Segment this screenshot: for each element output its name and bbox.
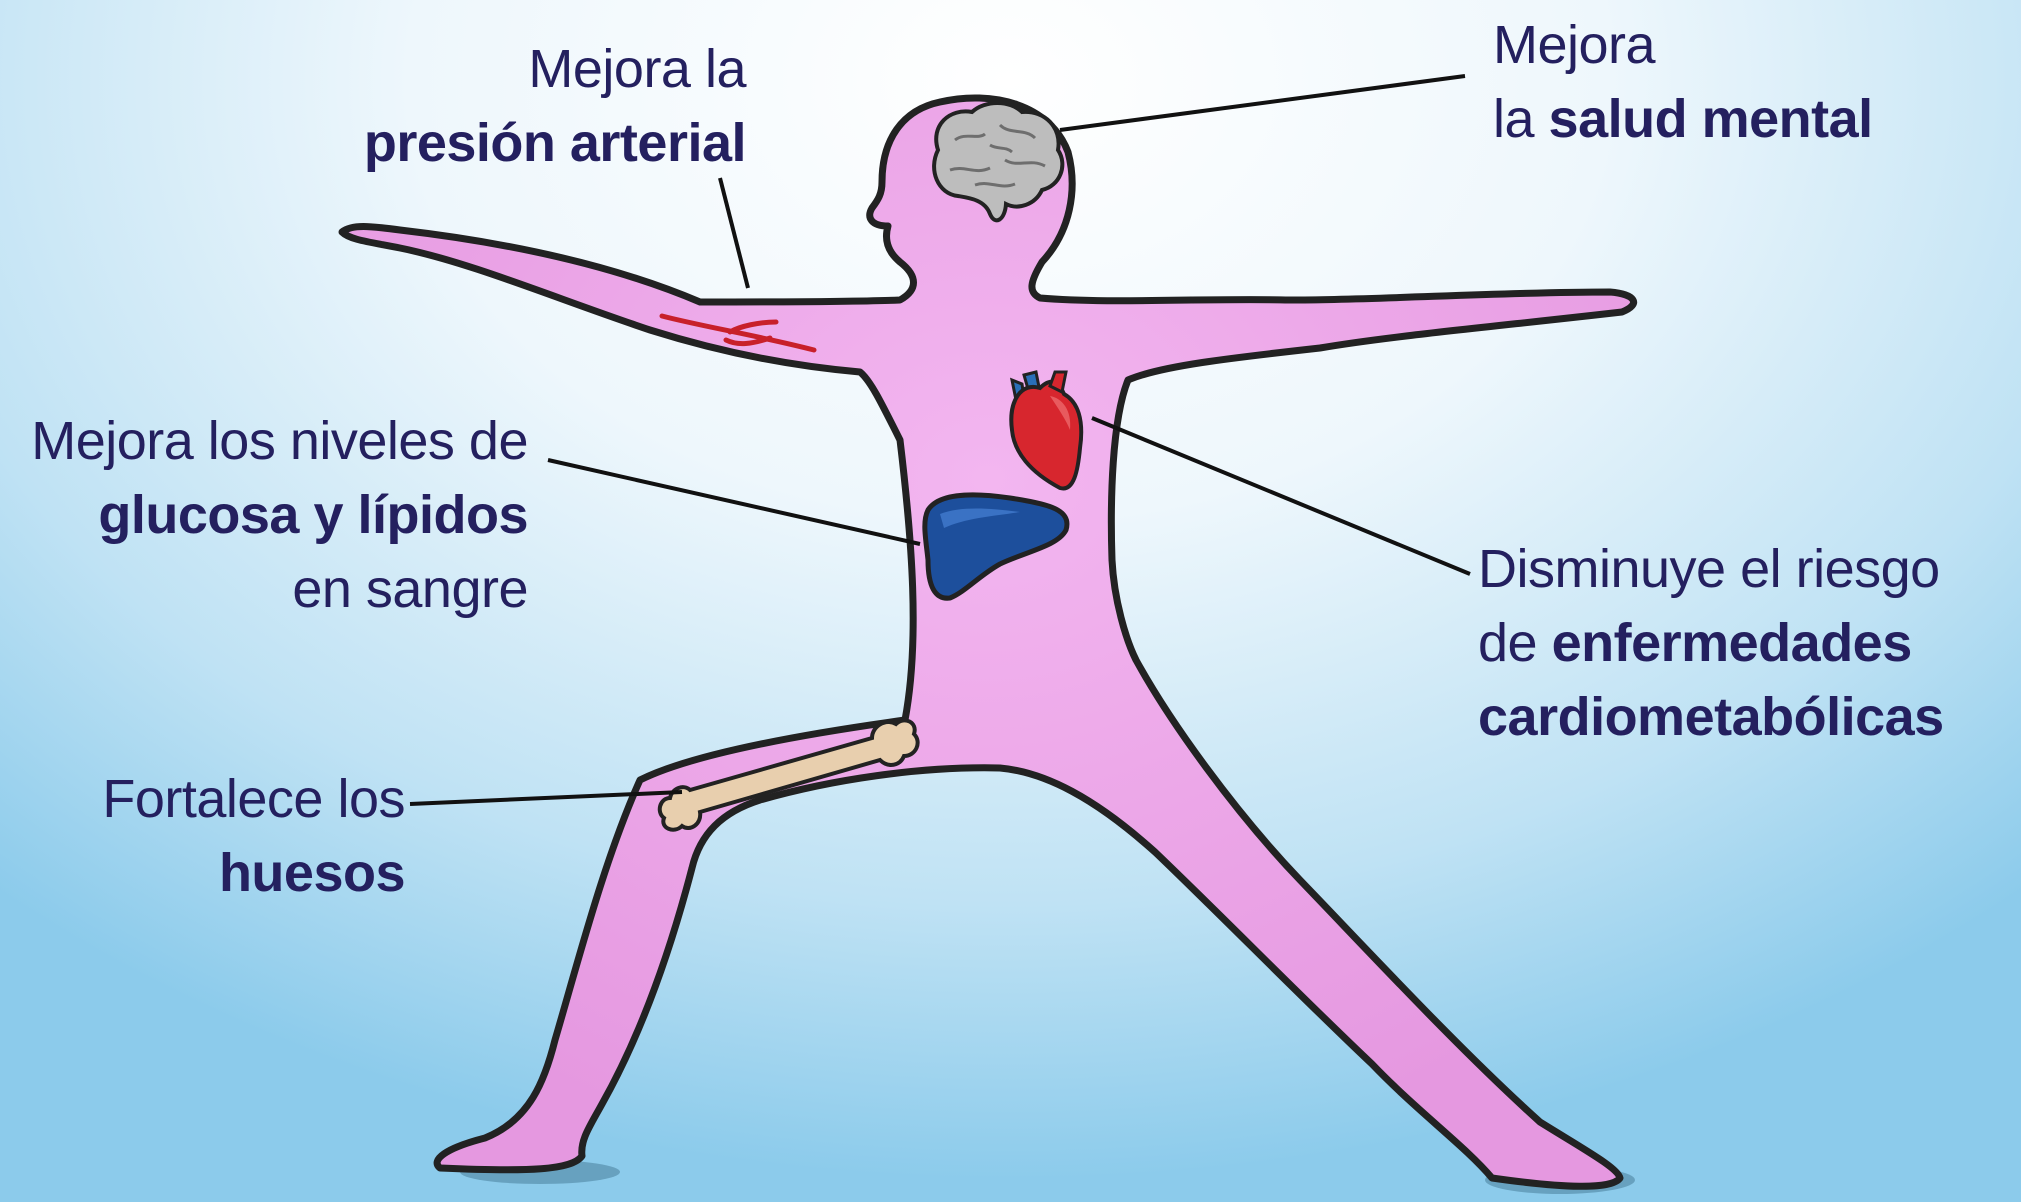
blood-pressure-bold: presión arterial bbox=[364, 113, 746, 173]
cardio-bold-line3: cardiometabólicas bbox=[1478, 687, 1944, 747]
label-mental-health: Mejora la salud mental bbox=[1493, 8, 1873, 156]
cardio-bold: enfermedades bbox=[1552, 613, 1912, 673]
glucose-bold: glucosa y lípidos bbox=[98, 485, 528, 545]
bones-bold: huesos bbox=[219, 843, 405, 903]
label-cardio: Disminuye el riesgo de enfermedades card… bbox=[1478, 532, 1944, 754]
label-blood-pressure: Mejora la presión arterial bbox=[364, 32, 746, 180]
bones-line1: Fortalece los bbox=[102, 762, 405, 836]
mental-health-plain: la bbox=[1493, 89, 1549, 149]
glucose-line1: Mejora los niveles de bbox=[31, 404, 528, 478]
blood-pressure-line1: Mejora la bbox=[364, 32, 746, 106]
leader-line-cardio bbox=[1092, 418, 1470, 574]
label-glucose: Mejora los niveles de glucosa y lípidos … bbox=[31, 404, 528, 626]
cardio-plain: de bbox=[1478, 613, 1552, 673]
mental-health-line1: Mejora bbox=[1493, 8, 1873, 82]
label-bones: Fortalece los huesos bbox=[102, 762, 405, 910]
mental-health-bold: salud mental bbox=[1549, 89, 1873, 149]
glucose-line3: en sangre bbox=[31, 552, 528, 626]
body-silhouette bbox=[342, 98, 1634, 1186]
leader-line-mental-health bbox=[1060, 76, 1465, 130]
leader-line-glucose bbox=[548, 460, 920, 544]
leader-line-blood-pressure bbox=[720, 178, 748, 288]
cardio-line1: Disminuye el riesgo bbox=[1478, 532, 1944, 606]
